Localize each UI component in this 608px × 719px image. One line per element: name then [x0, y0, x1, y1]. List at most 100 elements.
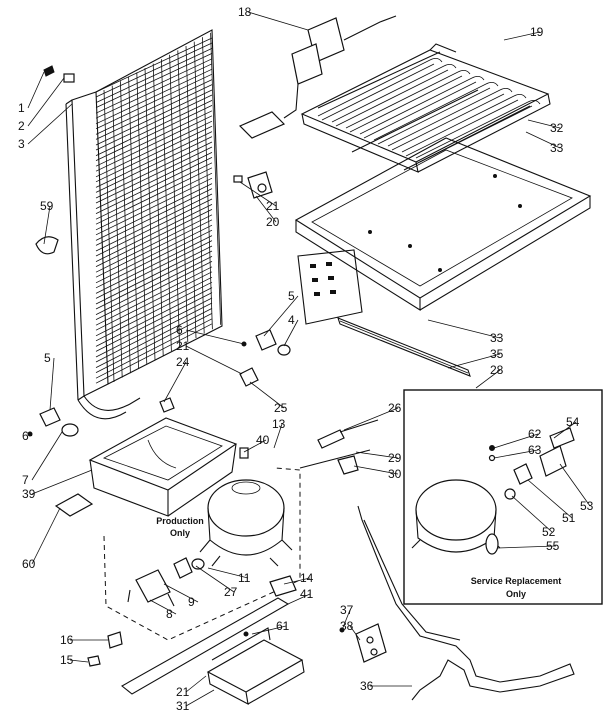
- callout-number: 8: [166, 607, 173, 621]
- leader-line: [247, 11, 309, 31]
- callout-number: 6: [22, 429, 29, 443]
- production-outline: [103, 467, 301, 641]
- leader-line: [163, 583, 199, 603]
- base-rail: [121, 575, 305, 706]
- callout-number: 51: [562, 511, 576, 525]
- leader-line: [511, 495, 553, 533]
- leader-line: [283, 577, 311, 585]
- clip-59: [35, 236, 59, 255]
- callout-number: 4: [288, 313, 295, 327]
- callout-number: 53: [580, 499, 594, 513]
- callout-number: 16: [60, 633, 74, 647]
- production-caption-2: Only: [170, 528, 190, 538]
- callout-number: 3: [18, 137, 25, 151]
- leader-line: [69, 659, 89, 663]
- callout-number: 2: [18, 119, 25, 133]
- leader-line: [263, 295, 299, 337]
- back-panel: [297, 249, 363, 325]
- callout-number: 55: [546, 539, 560, 553]
- service-caption-1: Service Replacement: [471, 576, 562, 586]
- callout-number: 28: [490, 363, 504, 377]
- callout-number: 38: [340, 619, 354, 633]
- callout-number: 6: [176, 323, 183, 337]
- leader-line: [341, 609, 351, 631]
- part-16: [107, 631, 123, 649]
- leader-line: [497, 545, 557, 549]
- callout-number: 63: [528, 443, 542, 457]
- leader-line: [273, 423, 283, 449]
- leader-line: [493, 449, 539, 459]
- callout-number: 30: [388, 467, 402, 481]
- leader-line: [185, 689, 215, 707]
- leader-line: [355, 451, 399, 459]
- leader-line: [287, 593, 311, 605]
- callout-number: 36: [360, 679, 374, 693]
- drip-tray: [294, 137, 592, 311]
- discharge-tube: [357, 505, 575, 701]
- callout-number: 7: [22, 473, 29, 487]
- callout-number: 18: [238, 5, 252, 19]
- leader-line: [163, 361, 187, 403]
- relay-left: [27, 407, 79, 437]
- leader-line: [527, 479, 573, 519]
- condenser-coil: [65, 29, 223, 420]
- leader-line: [185, 345, 243, 375]
- leader-line: [503, 31, 541, 41]
- leader-line: [185, 329, 245, 345]
- leader-line: [29, 433, 33, 437]
- callout-number: 21: [266, 199, 280, 213]
- callout-number: 59: [40, 199, 54, 213]
- leader-line: [283, 319, 299, 347]
- leader-line: [553, 421, 577, 439]
- compressor-service: [411, 427, 575, 555]
- leader-line: [31, 431, 63, 481]
- leader-line: [149, 599, 177, 615]
- callout-number: 52: [542, 525, 556, 539]
- callout-number: 5: [44, 351, 51, 365]
- drier-line: [299, 419, 379, 475]
- callout-number: 19: [530, 25, 544, 39]
- callout-number: 14: [300, 571, 314, 585]
- callout-number: 61: [276, 619, 290, 633]
- callout-number: 25: [274, 401, 288, 415]
- leader-line: [207, 567, 249, 579]
- leader-line: [249, 381, 285, 409]
- callout-number: 1: [18, 101, 25, 115]
- leader-line: [527, 119, 561, 129]
- callout-number: 35: [490, 347, 504, 361]
- leader-line: [195, 565, 235, 593]
- leader-line: [493, 433, 539, 449]
- leader-line: [525, 131, 561, 149]
- leader-line: [475, 369, 501, 389]
- cold-control: [238, 15, 397, 139]
- leader-line: [343, 407, 399, 431]
- callout-number: 27: [224, 585, 238, 599]
- callout-number: 29: [388, 451, 402, 465]
- callout-number: 11: [238, 571, 251, 585]
- callout-number: 21: [176, 685, 190, 699]
- leader-line: [27, 71, 45, 109]
- callout-number: 13: [272, 417, 286, 431]
- callout-number: 33: [490, 331, 504, 345]
- leader-line: [31, 469, 93, 495]
- leader-line: [447, 353, 501, 369]
- evaporator-assembly: [300, 43, 551, 173]
- callout-number: 41: [300, 587, 314, 601]
- leader-line: [27, 103, 73, 145]
- relay-overload: [127, 557, 205, 607]
- leader-line: [31, 507, 61, 565]
- fasteners-1-2: [43, 65, 75, 83]
- callout-number: 21: [176, 339, 190, 353]
- callout-number: 33: [550, 141, 564, 155]
- leader-line: [43, 205, 51, 245]
- callout-number: 26: [388, 401, 402, 415]
- leader-line: [559, 463, 591, 507]
- callout-number: 54: [566, 415, 580, 429]
- pad-60: [54, 493, 94, 517]
- leader-line: [27, 77, 65, 127]
- callout-number: 62: [528, 427, 542, 441]
- leader-line: [255, 195, 277, 223]
- callout-number: 31: [176, 699, 190, 713]
- callout-number: 60: [22, 557, 36, 571]
